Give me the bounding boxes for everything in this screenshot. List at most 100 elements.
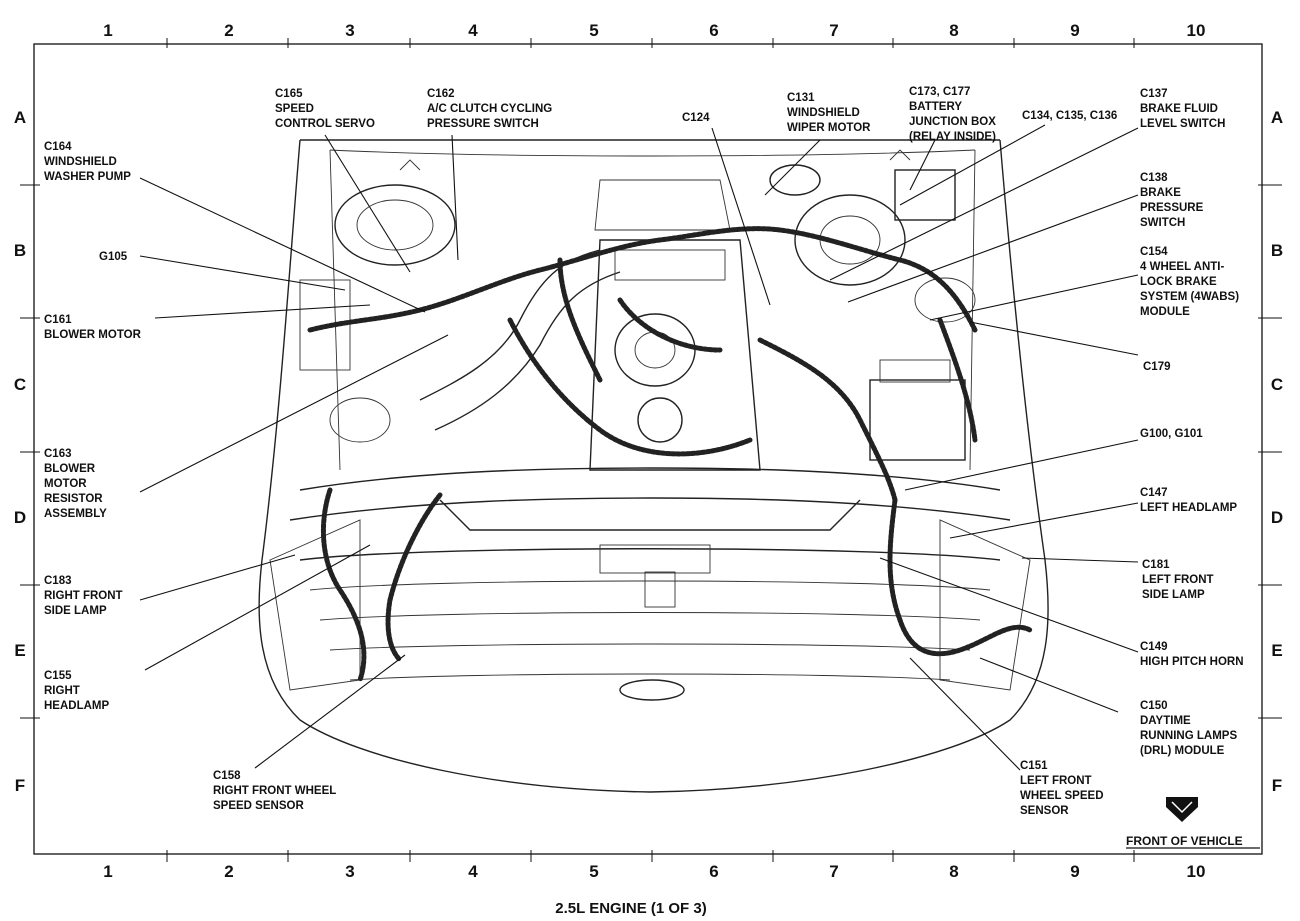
grid-col-bottom-9: 9 [1070, 862, 1079, 881]
c183-line-2: RIGHT FRONT [44, 590, 123, 602]
grid-top-ticks [166, 38, 1135, 48]
callout-c149: C149 HIGH PITCH HORN [1140, 641, 1244, 668]
c162-line-3: PRESSURE SWITCH [427, 118, 539, 130]
grid-col-bottom-7: 7 [829, 862, 838, 881]
c164-line-1: C164 [44, 141, 72, 153]
c154-line-2: 4 WHEEL ANTI- [1140, 261, 1225, 273]
c163-line-4: RESISTOR [44, 493, 103, 505]
c137-line-2: BRAKE FLUID [1140, 103, 1218, 115]
callout-g100: G100, G101 [1140, 428, 1203, 440]
c131-line-1: C131 [787, 92, 815, 104]
c150-line-1: C150 [1140, 700, 1168, 712]
front-of-vehicle-indicator: FRONT OF VEHICLE [1126, 797, 1260, 849]
c181-line-1: C181 [1142, 559, 1170, 571]
c163-line-2: BLOWER [44, 463, 96, 475]
grid-row-right-d: D [1271, 508, 1283, 527]
c179-line-1: C179 [1143, 361, 1171, 373]
callout-c137: C137 BRAKE FLUID LEVEL SWITCH [1140, 88, 1225, 130]
c181-line-3: SIDE LAMP [1142, 589, 1205, 601]
grid-row-left-b: B [14, 241, 26, 260]
c158-line-1: C158 [213, 770, 241, 782]
c173-line-3: JUNCTION BOX [909, 116, 996, 128]
callout-c173: C173, C177 BATTERY JUNCTION BOX (RELAY I… [909, 86, 996, 143]
callout-c155: C155 RIGHT HEADLAMP [44, 670, 109, 712]
c158-line-2: RIGHT FRONT WHEEL [213, 785, 336, 797]
callout-c131: C131 WINDSHIELD WIPER MOTOR [787, 92, 871, 134]
front-of-vehicle-label: FRONT OF VEHICLE [1126, 834, 1243, 848]
c134-line-1: C134, C135, C136 [1022, 110, 1117, 122]
c162-line-1: C162 [427, 88, 455, 100]
callout-c151: C151 LEFT FRONT WHEEL SPEED SENSOR [1020, 760, 1104, 817]
c149-line-1: C149 [1140, 641, 1168, 653]
grid-row-left-a: A [14, 108, 26, 127]
c138-line-4: SWITCH [1140, 217, 1185, 229]
c138-line-1: C138 [1140, 172, 1168, 184]
grid-row-right-a: A [1271, 108, 1283, 127]
c162-line-2: A/C CLUTCH CYCLING [427, 103, 552, 115]
callout-c134: C134, C135, C136 [1022, 110, 1117, 122]
grid-col-top-4: 4 [468, 21, 478, 40]
c164-line-3: WASHER PUMP [44, 171, 131, 183]
c161-line-2: BLOWER MOTOR [44, 329, 142, 341]
grid-row-left-f: F [15, 776, 25, 795]
c149-line-2: HIGH PITCH HORN [1140, 656, 1244, 668]
c137-line-3: LEVEL SWITCH [1140, 118, 1225, 130]
grid-col-top-6: 6 [709, 21, 718, 40]
c150-line-4: (DRL) MODULE [1140, 745, 1225, 757]
grid-col-top-1: 1 [103, 21, 112, 40]
grid-row-left-e: E [14, 641, 25, 660]
c183-line-1: C183 [44, 575, 72, 587]
c164-line-2: WINDSHIELD [44, 156, 117, 168]
grid-col-top-7: 7 [829, 21, 838, 40]
grid-col-top-3: 3 [345, 21, 354, 40]
grid-row-left-c: C [14, 375, 26, 394]
grid-row-right-f: F [1272, 776, 1282, 795]
grid-right: A B C D E F [1271, 108, 1283, 795]
grid-left: A B C D E F [14, 108, 26, 795]
c131-line-2: WINDSHIELD [787, 107, 860, 119]
c124-line-1: C124 [682, 112, 710, 124]
callout-g105: G105 [99, 251, 128, 263]
c147-line-2: LEFT HEADLAMP [1140, 502, 1237, 514]
g100-line-1: G100, G101 [1140, 428, 1203, 440]
grid-row-right-b: B [1271, 241, 1283, 260]
grid-row-right-c: C [1271, 375, 1283, 394]
c163-line-1: C163 [44, 448, 72, 460]
grid-col-top-9: 9 [1070, 21, 1079, 40]
grid-row-left-d: D [14, 508, 26, 527]
callout-c154: C154 4 WHEEL ANTI- LOCK BRAKE SYSTEM (4W… [1140, 246, 1239, 318]
grid-col-bottom-5: 5 [589, 862, 598, 881]
grid-col-bottom-10: 10 [1187, 862, 1206, 881]
callout-c164: C164 WINDSHIELD WASHER PUMP [44, 141, 131, 183]
c165-line-1: C165 [275, 88, 303, 100]
c163-line-3: MOTOR [44, 478, 87, 490]
grid-col-top-2: 2 [224, 21, 233, 40]
c173-line-4: (RELAY INSIDE) [909, 131, 996, 143]
diagram-caption: 2.5L ENGINE (1 OF 3) [555, 900, 706, 917]
c154-line-4: SYSTEM (4WABS) [1140, 291, 1239, 303]
grid-col-bottom-6: 6 [709, 862, 718, 881]
c155-line-3: HEADLAMP [44, 700, 109, 712]
callout-c150: C150 DAYTIME RUNNING LAMPS (DRL) MODULE [1140, 700, 1237, 757]
c173-line-2: BATTERY [909, 101, 962, 113]
c151-line-4: SENSOR [1020, 805, 1069, 817]
c151-line-1: C151 [1020, 760, 1048, 772]
callout-c165: C165 SPEED CONTROL SERVO [275, 88, 375, 130]
callout-leaders [139, 124, 1139, 771]
front-arrow-icon [1166, 797, 1198, 822]
c154-line-3: LOCK BRAKE [1140, 276, 1217, 288]
grid-col-bottom-1: 1 [103, 862, 112, 881]
callout-c138: C138 BRAKE PRESSURE SWITCH [1140, 172, 1204, 229]
c165-line-2: SPEED [275, 103, 314, 115]
engine-bay-illustration [258, 139, 1049, 793]
callout-c183: C183 RIGHT FRONT SIDE LAMP [44, 575, 123, 617]
c151-line-2: LEFT FRONT [1020, 775, 1092, 787]
c181-line-2: LEFT FRONT [1142, 574, 1214, 586]
c154-line-1: C154 [1140, 246, 1168, 258]
c137-line-1: C137 [1140, 88, 1168, 100]
diagram-border [33, 43, 1263, 855]
callout-c161: C161 BLOWER MOTOR [44, 314, 142, 341]
callout-c181: C181 LEFT FRONT SIDE LAMP [1142, 559, 1214, 601]
grid-top: 1 2 3 4 5 6 7 8 9 10 [103, 21, 1205, 40]
